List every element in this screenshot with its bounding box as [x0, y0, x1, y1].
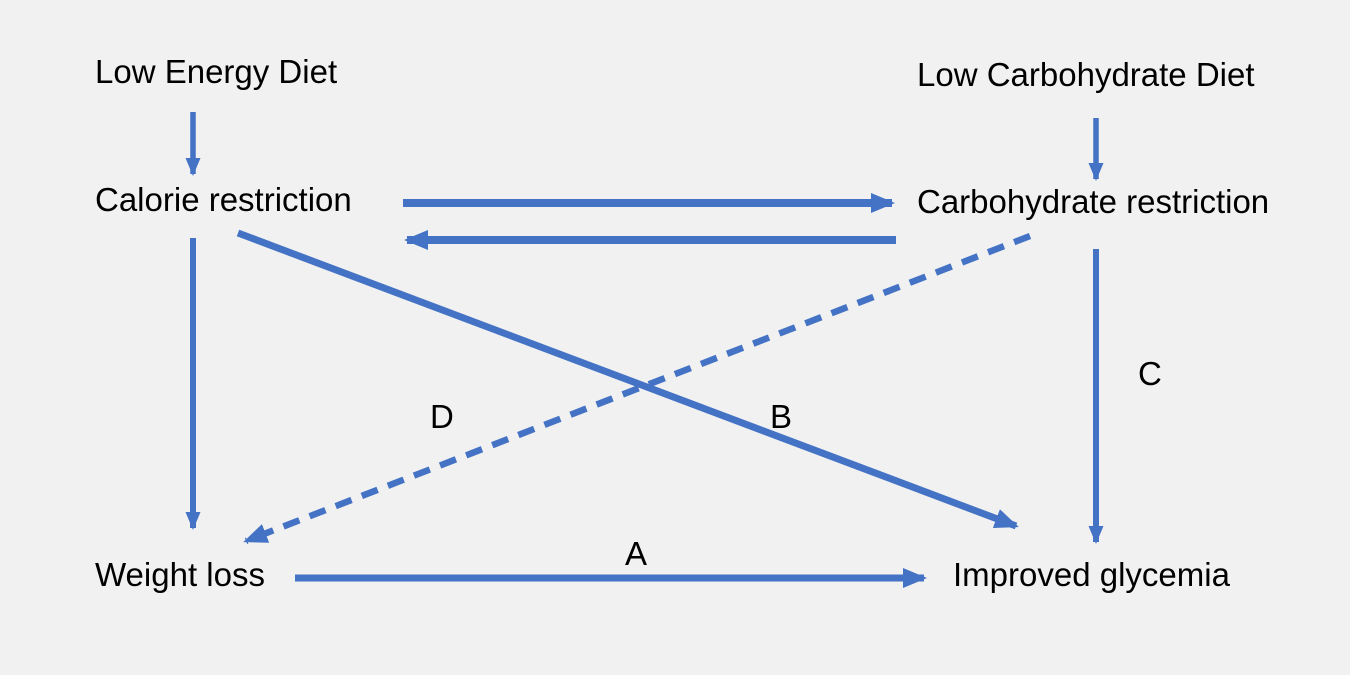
arrow-b-calorie-restriction-to-improved-glycemia — [236, 229, 1019, 530]
arrow-d-carbohydrate-restriction-to-weight-loss-dashed — [243, 232, 1032, 545]
node-carbohydrate-restriction: Carbohydrate restriction — [917, 183, 1270, 220]
node-calorie-restriction: Calorie restriction — [95, 181, 352, 218]
edge-label-d: D — [430, 398, 454, 435]
node-low-energy-diet: Low Energy Diet — [95, 53, 338, 90]
node-improved-glycemia: Improved glycemia — [953, 556, 1230, 593]
node-weight-loss: Weight loss — [95, 556, 265, 593]
edge-label-b: B — [770, 398, 793, 435]
edge-label-a: A — [625, 535, 648, 572]
edge-label-c: C — [1138, 355, 1162, 392]
node-low-carbohydrate-diet: Low Carbohydrate Diet — [917, 56, 1255, 93]
